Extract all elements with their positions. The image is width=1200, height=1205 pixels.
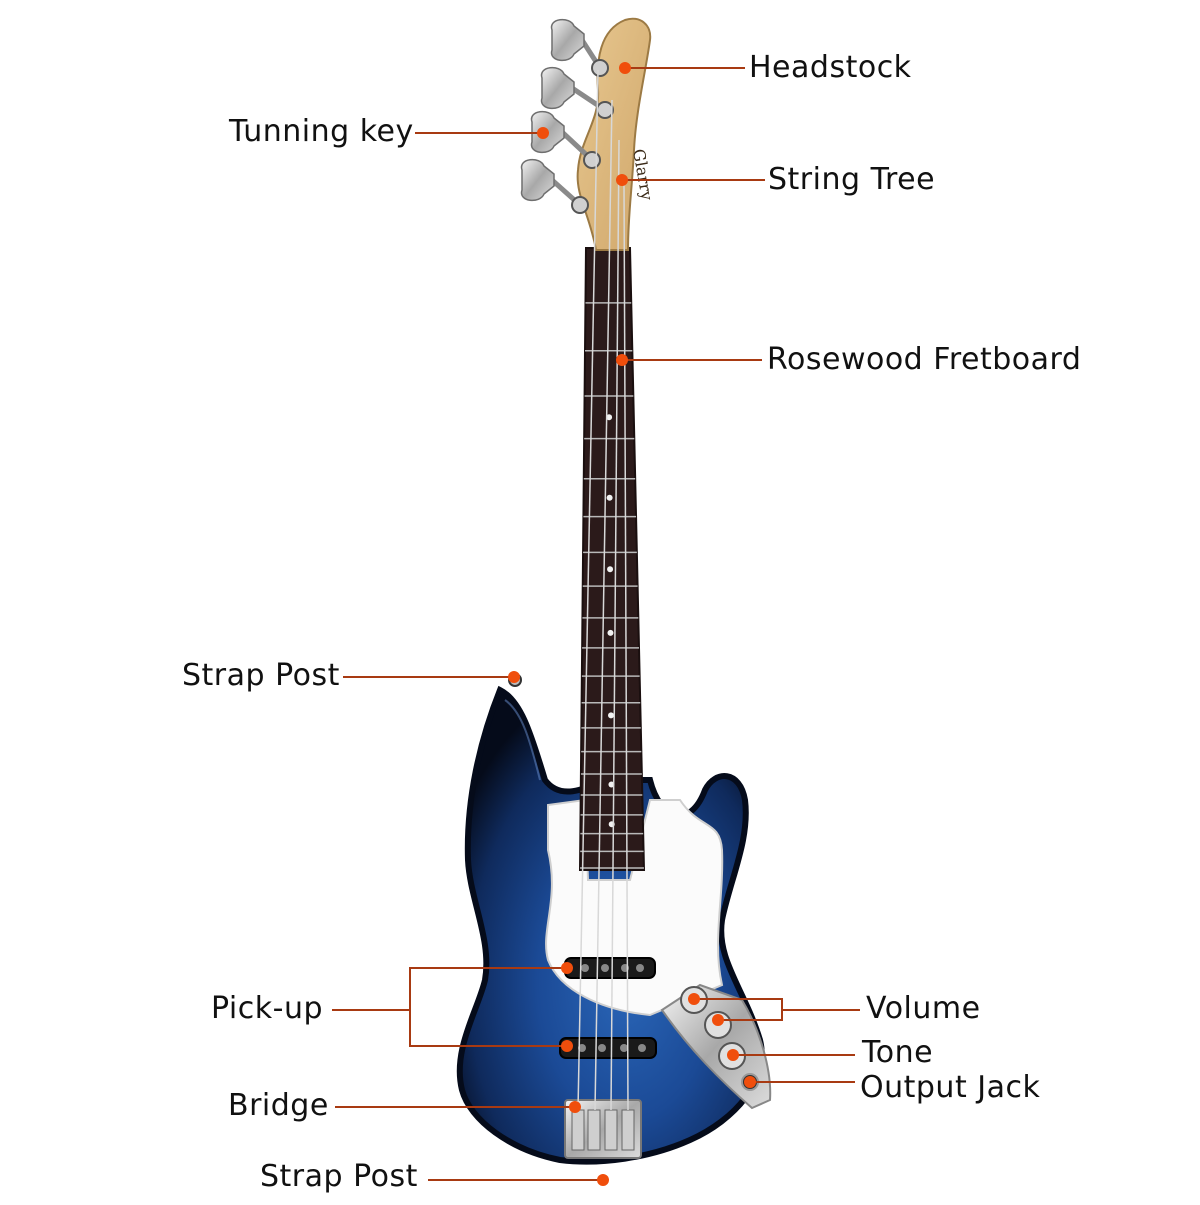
string-tree-marker [616, 174, 628, 186]
label-volume: Volume [866, 991, 981, 1026]
label-tunning-key: Tunning key [229, 114, 414, 149]
label-string-tree: String Tree [768, 162, 936, 197]
tuning-key [540, 66, 614, 119]
strap-post-bottom-marker [597, 1174, 609, 1186]
neck [578, 247, 646, 871]
bridge-marker [569, 1101, 581, 1113]
label-output-jack: Output Jack [860, 1070, 1041, 1105]
label-bridge: Bridge [228, 1088, 329, 1123]
tunning-key-marker [537, 127, 549, 139]
headstock-marker [619, 62, 631, 74]
label-pickup: Pick-up [211, 991, 324, 1026]
callout-lines [332, 67, 860, 1181]
callout-dots [508, 62, 756, 1186]
fretboard-marker [616, 354, 628, 366]
label-rosewood-fretboard: Rosewood Fretboard [767, 342, 1082, 377]
neck-pickup-marker [561, 962, 573, 974]
tuning-key [550, 18, 609, 77]
pickup-bracket [409, 967, 565, 1047]
volume-marker [688, 993, 700, 1005]
tuning-key [520, 158, 589, 214]
bridge [564, 1099, 642, 1159]
label-strap-post-top: Strap Post [182, 658, 340, 693]
tone-marker [727, 1049, 739, 1061]
fret-inlay [608, 712, 615, 719]
strap-post-top-marker [508, 671, 520, 683]
volume-marker-2 [712, 1014, 724, 1026]
label-tone: Tone [862, 1035, 934, 1070]
bridge-pickup [559, 1037, 657, 1059]
label-strap-post-bottom: Strap Post [260, 1159, 418, 1194]
strings [577, 69, 629, 1111]
fret-inlay [606, 494, 613, 501]
fret-inlay [607, 629, 614, 636]
neck-pickup [564, 957, 656, 979]
output-jack-marker [744, 1076, 756, 1088]
bridge-pickup-marker [561, 1040, 573, 1052]
label-headstock: Headstock [749, 50, 912, 85]
fret-inlay [607, 566, 614, 573]
fret-inlays [606, 414, 615, 828]
fret-inlay [606, 414, 613, 421]
